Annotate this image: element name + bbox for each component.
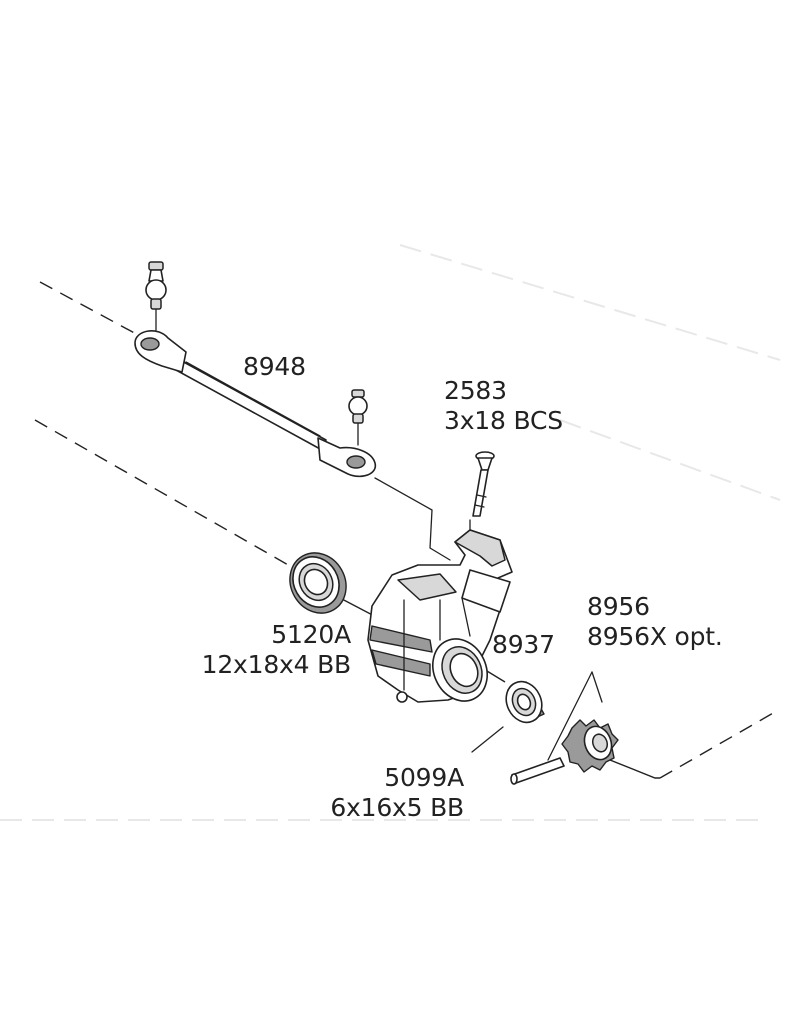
steering-block-part: [367, 529, 513, 703]
ball-stud-left: [145, 261, 167, 310]
tie-rod-part: [134, 330, 377, 478]
screw-part: [472, 451, 495, 517]
ball-stud-right: [348, 389, 368, 424]
callout-hub-number: 8956: [587, 592, 650, 621]
callout-bearing-large-spec: 12x18x4 BB: [201, 650, 352, 679]
callout-bearing-small: 5099A 6x16x5 BB: [322, 763, 464, 823]
assembly-guide-lines: [155, 299, 471, 561]
callout-screw-number: 2583: [444, 376, 507, 405]
background-faint-lines: [0, 244, 781, 821]
bearing-small-part: [505, 680, 545, 724]
callout-screw: 2583 3x18 BCS: [444, 376, 563, 436]
leader-lines: [471, 671, 603, 761]
bearing-large-part: [289, 552, 347, 614]
callout-bearing-large-number: 5120A: [271, 620, 351, 649]
callout-steering-block: 8937: [492, 630, 555, 660]
hub-part: [510, 719, 619, 785]
callout-screw-spec: 3x18 BCS: [444, 406, 563, 435]
callout-bearing-small-spec: 6x16x5 BB: [330, 793, 464, 822]
callout-tie-rod: 8948: [243, 352, 306, 382]
callout-bearing-large: 5120A 12x18x4 BB: [193, 620, 352, 680]
callout-steering-block-number: 8937: [492, 630, 555, 659]
callout-hub: 8956 8956X opt.: [587, 592, 723, 652]
callout-tie-rod-number: 8948: [243, 352, 306, 381]
callout-bearing-small-number: 5099A: [384, 763, 464, 792]
callout-hub-spec: 8956X opt.: [587, 622, 723, 651]
